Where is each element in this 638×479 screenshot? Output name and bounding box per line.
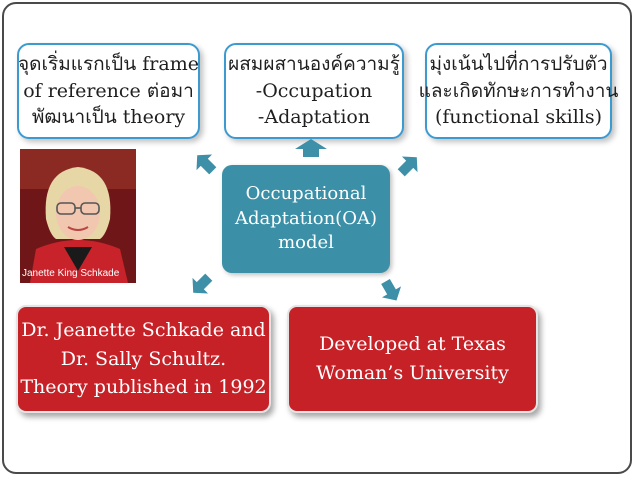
center-line-3: model bbox=[278, 231, 334, 255]
bottom-left-line-2: Dr. Sally Schultz. bbox=[61, 345, 226, 374]
bottom-left-line-3: Theory published in 1992 bbox=[20, 373, 266, 402]
top-right-box: มุ่งเน้นไปที่การปรับตัว และเกิดทักษะการท… bbox=[425, 43, 612, 139]
arrow-up-icon bbox=[294, 138, 328, 158]
top-middle-box: ผสมผสานองค์ความรู้ -Occupation -Adaptati… bbox=[224, 43, 404, 139]
top-left-line-2: of reference ต่อมา bbox=[23, 78, 194, 105]
center-line-1: Occupational bbox=[246, 182, 367, 206]
top-left-box: จุดเริ่มแรกเป็น frame of reference ต่อมา… bbox=[17, 43, 200, 139]
arrow-up-left-icon bbox=[192, 150, 218, 176]
top-middle-line-2: -Occupation bbox=[256, 78, 372, 105]
arrow-down-right-icon bbox=[378, 278, 404, 304]
portrait-image bbox=[20, 149, 136, 283]
arrow-down-left-icon bbox=[188, 272, 214, 298]
top-right-line-1: มุ่งเน้นไปที่การปรับตัว bbox=[429, 51, 607, 78]
center-line-2: Adaptation(OA) bbox=[235, 207, 377, 231]
top-right-line-2: และเกิดทักษะการทำงาน bbox=[419, 78, 619, 105]
bottom-left-line-1: Dr. Jeanette Schkade and bbox=[21, 316, 265, 345]
portrait-photo: Janette King Schkade bbox=[20, 149, 136, 283]
top-left-line-1: จุดเริ่มแรกเป็น frame bbox=[18, 51, 199, 78]
bottom-right-line-1: Developed at Texas bbox=[319, 330, 506, 359]
bottom-left-box: Dr. Jeanette Schkade and Dr. Sally Schul… bbox=[16, 305, 271, 413]
bottom-right-line-2: Woman’s University bbox=[316, 359, 509, 388]
bottom-right-box: Developed at Texas Woman’s University bbox=[287, 305, 538, 413]
top-middle-line-1: ผสมผสานองค์ความรู้ bbox=[228, 51, 400, 78]
photo-caption: Janette King Schkade bbox=[22, 268, 119, 279]
top-left-line-3: พัฒนาเป็น theory bbox=[32, 104, 185, 131]
top-middle-line-3: -Adaptation bbox=[258, 104, 370, 131]
center-node: Occupational Adaptation(OA) model bbox=[222, 165, 390, 273]
arrow-up-right-icon bbox=[396, 152, 422, 178]
top-right-line-3: (functional skills) bbox=[435, 104, 602, 131]
